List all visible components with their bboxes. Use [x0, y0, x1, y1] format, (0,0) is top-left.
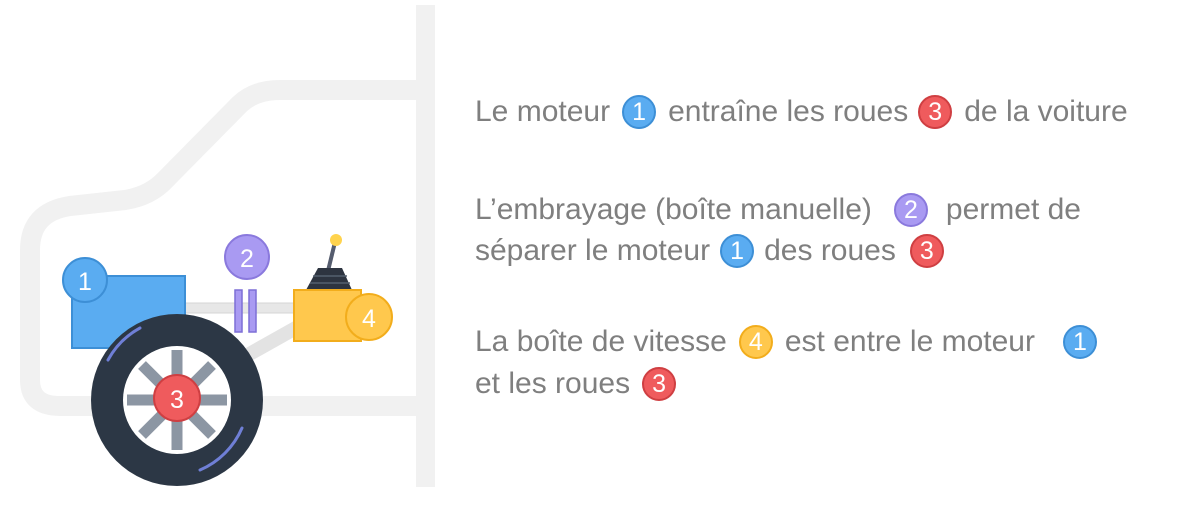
text-line-3: séparer le moteur 1 des roues 3	[475, 229, 944, 273]
svg-text:2: 2	[240, 245, 254, 273]
badge-engine: 1	[62, 257, 108, 303]
badge-clutch: 2	[224, 234, 270, 280]
badge-1: 1	[1062, 325, 1097, 359]
line2-part-a: L’embrayage (boîte manuelle)	[475, 193, 872, 226]
car-body-outline	[20, 80, 425, 416]
badge-3: 3	[909, 234, 944, 268]
clutch-plate-right	[248, 289, 257, 333]
line4-part-b: est entre le moteur	[784, 325, 1035, 358]
text-line-1: Le moteur 1 entraîne les roues 3 de la v…	[475, 90, 1128, 134]
badge-3: 3	[918, 95, 953, 129]
wheel-highlight-bottom	[198, 426, 244, 472]
divider-bar	[416, 5, 435, 487]
line5-part-a: et les roues	[475, 367, 631, 400]
line2-part-b: permet de	[945, 193, 1081, 226]
car-diagram: 1 2 4 3	[0, 0, 440, 510]
gear-knob	[330, 234, 342, 246]
svg-text:4: 4	[362, 305, 376, 333]
badge-wheels: 3	[153, 374, 201, 422]
badge-4: 4	[738, 325, 773, 359]
text-line-4: La boîte de vitesse 4 est entre le moteu…	[475, 320, 1097, 364]
line3-part-b: des roues	[764, 234, 896, 267]
line3-part-a: séparer le moteur	[475, 234, 711, 267]
line4-part-a: La boîte de vitesse	[475, 325, 727, 358]
badge-1: 1	[622, 95, 657, 129]
badge-3: 3	[642, 367, 677, 401]
text-line-2: L’embrayage (boîte manuelle) 2 permet de	[475, 188, 1081, 232]
line1-part-c: de la voiture	[964, 95, 1128, 128]
text-line-5: et les roues 3	[475, 362, 677, 406]
gearbox-boot	[306, 268, 352, 290]
svg-text:3: 3	[170, 386, 184, 414]
badge-gearbox: 4	[345, 293, 393, 341]
line1-part-b: entraîne les roues	[668, 95, 909, 128]
car-diagram-svg: 1 2 4 3	[20, 80, 425, 486]
line1-part-a: Le moteur	[475, 95, 611, 128]
badge-1: 1	[720, 234, 755, 268]
svg-text:1: 1	[78, 268, 92, 296]
badge-2: 2	[893, 193, 928, 227]
clutch-plate-left	[234, 289, 243, 333]
wheel-highlight-top	[106, 326, 142, 362]
boot-folds	[310, 275, 350, 284]
